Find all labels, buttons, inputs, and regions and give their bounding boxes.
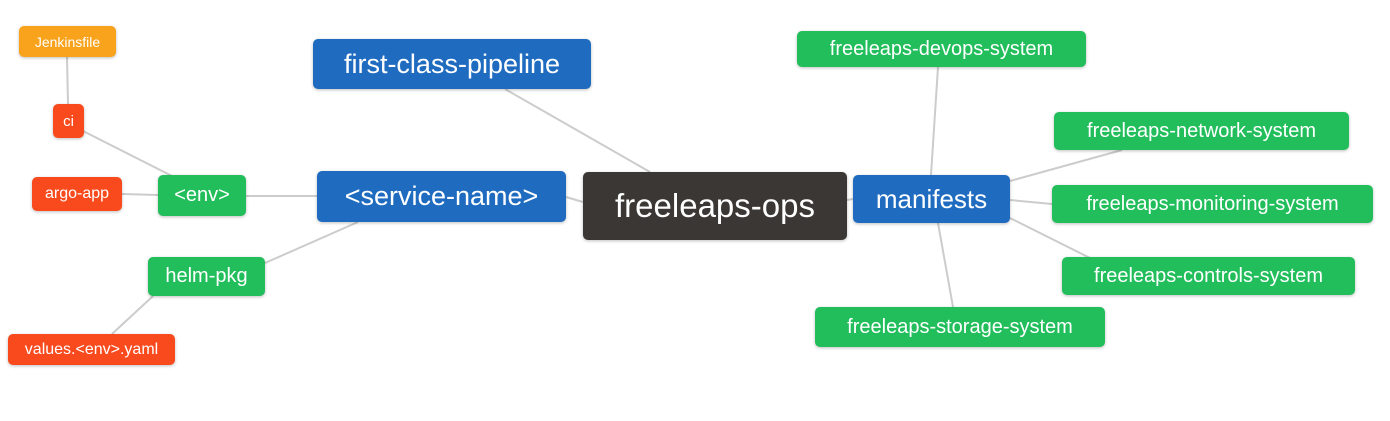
node-values-env-yaml[interactable]: values.<env>.yaml (8, 334, 175, 365)
node-freeleaps-monitoring-system[interactable]: freeleaps-monitoring-system (1052, 185, 1373, 223)
edge-freeleaps-ops-to-manifests (846, 198, 854, 201)
edge-helm-pkg-to-values-env-yaml (111, 295, 154, 335)
edge-manifests-to-freeleaps-storage-system (937, 222, 954, 308)
edge-first-class-pipeline-to-freeleaps-ops (504, 88, 651, 173)
node-first-class-pipeline[interactable]: first-class-pipeline (313, 39, 591, 89)
edge-manifests-to-freeleaps-devops-system (930, 66, 939, 176)
edge-service-name-to-helm-pkg (264, 221, 359, 264)
node-freeleaps-storage-system[interactable]: freeleaps-storage-system (815, 307, 1105, 347)
edge-ci-to-env (82, 130, 173, 177)
node-freeleaps-network-system[interactable]: freeleaps-network-system (1054, 112, 1349, 150)
node-jenkinsfile[interactable]: Jenkinsfile (19, 26, 116, 57)
edge-manifests-to-freeleaps-controls-system (1009, 217, 1091, 259)
edge-jenkinsfile-to-ci (66, 56, 69, 105)
node-env[interactable]: <env> (158, 175, 246, 216)
edge-manifests-to-freeleaps-monitoring-system (1009, 199, 1053, 205)
edge-service-name-to-freeleaps-ops (565, 196, 584, 203)
edge-argo-app-to-env (121, 193, 159, 196)
node-argo-app[interactable]: argo-app (32, 177, 122, 211)
node-freeleaps-ops[interactable]: freeleaps-ops (583, 172, 847, 240)
node-manifests[interactable]: manifests (853, 175, 1010, 223)
edge-manifests-to-freeleaps-network-system (1009, 149, 1123, 182)
node-freeleaps-controls-system[interactable]: freeleaps-controls-system (1062, 257, 1355, 295)
node-ci[interactable]: ci (53, 104, 84, 138)
node-helm-pkg[interactable]: helm-pkg (148, 257, 265, 296)
node-freeleaps-devops-system[interactable]: freeleaps-devops-system (797, 31, 1086, 67)
node-service-name[interactable]: <service-name> (317, 171, 566, 222)
